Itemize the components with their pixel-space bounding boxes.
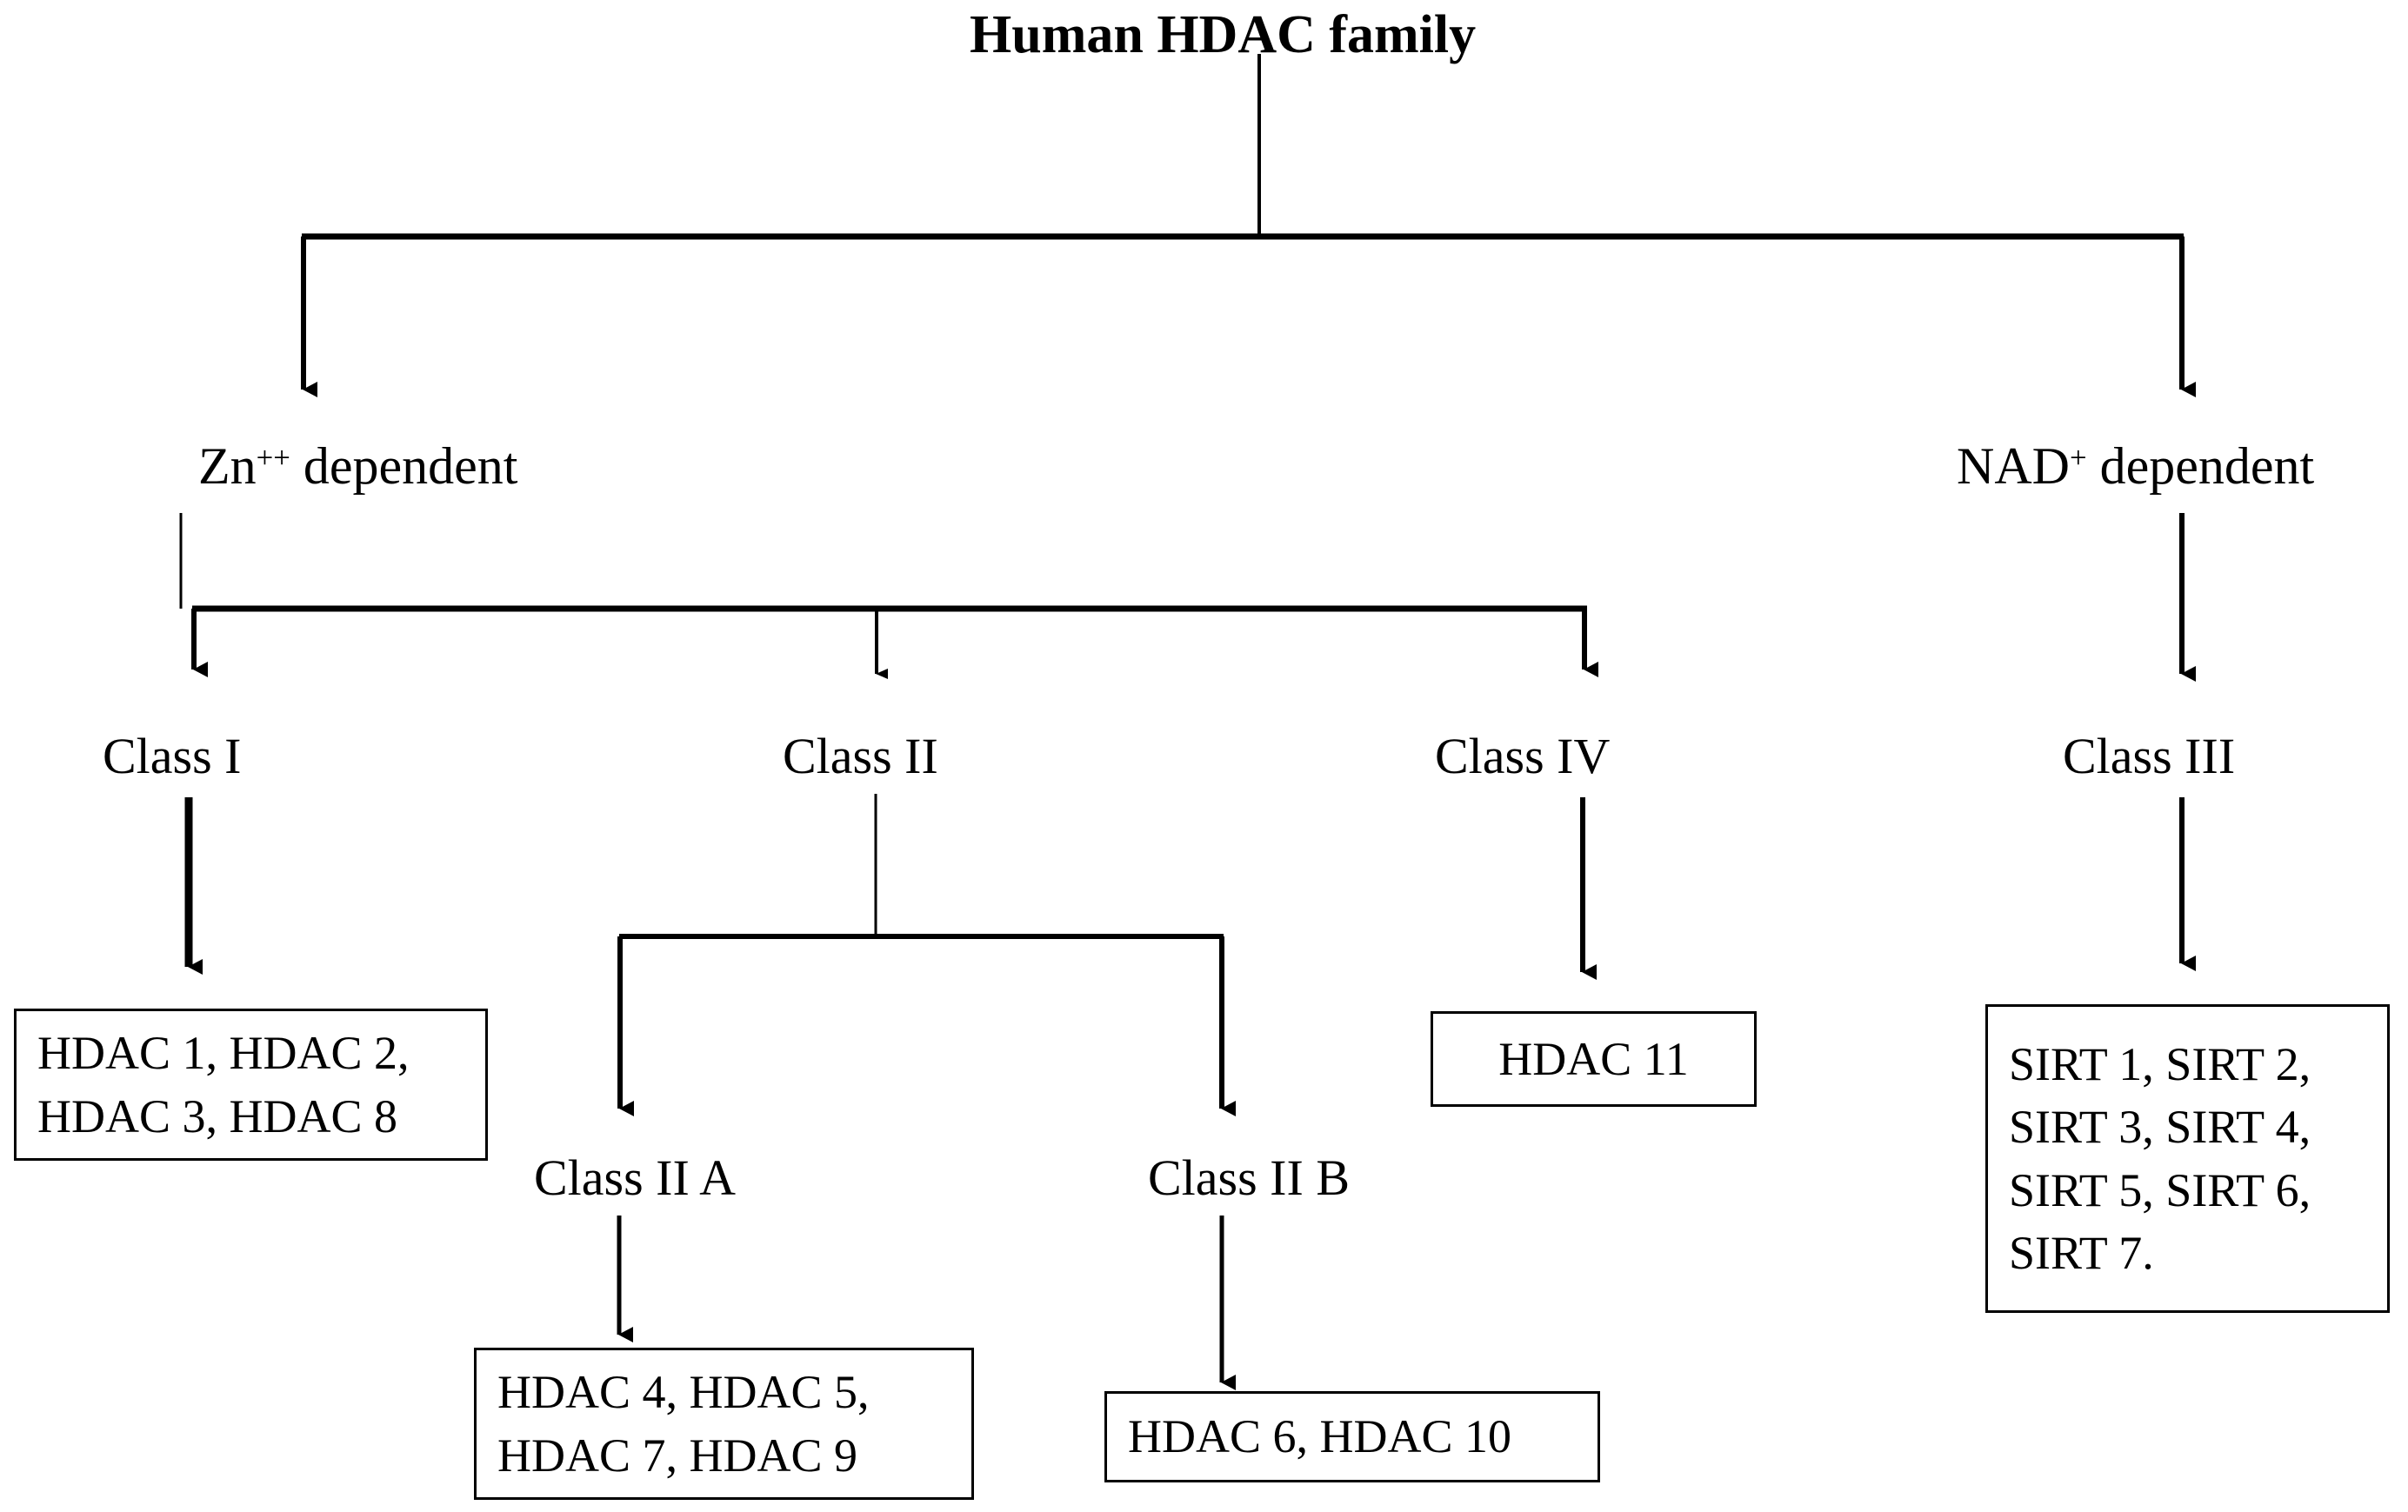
box-class-iv-members: HDAC 11 <box>1431 1011 1757 1107</box>
box-class-ii-a-members: HDAC 4, HDAC 5, HDAC 7, HDAC 9 <box>474 1348 974 1500</box>
box-class-iii-members: SIRT 1, SIRT 2, SIRT 3, SIRT 4, SIRT 5, … <box>1985 1004 2390 1313</box>
node-class-iii: Class III <box>2063 728 2236 784</box>
node-class-ii-b: Class II B <box>1148 1149 1350 1206</box>
node-class-i: Class I <box>103 728 242 784</box>
zn-label-suffix: dependent <box>290 437 518 495</box>
node-nad-dependent: NAD+ dependent <box>1957 439 2314 494</box>
node-class-iv: Class IV <box>1435 728 1611 784</box>
nad-label-suffix: dependent <box>2086 437 2315 495</box>
nad-label-prefix: NAD <box>1957 437 2070 495</box>
root-node-title: Human HDAC family <box>970 5 1477 64</box>
box-class-i-members-text: HDAC 1, HDAC 2, HDAC 3, HDAC 8 <box>37 1027 410 1142</box>
box-class-ii-b-members: HDAC 6, HDAC 10 <box>1104 1391 1600 1482</box>
nad-label-superscript: + <box>2070 440 2087 475</box>
zn-label-superscript: ++ <box>256 440 290 475</box>
box-class-ii-b-members-text: HDAC 6, HDAC 10 <box>1128 1410 1512 1463</box>
box-class-iv-members-text: HDAC 11 <box>1498 1032 1689 1085</box>
box-class-ii-a-members-text: HDAC 4, HDAC 5, HDAC 7, HDAC 9 <box>497 1366 870 1482</box>
box-class-i-members: HDAC 1, HDAC 2, HDAC 3, HDAC 8 <box>14 1009 488 1161</box>
node-zn-dependent: Zn++ dependent <box>198 439 517 494</box>
box-class-iii-members-text: SIRT 1, SIRT 2, SIRT 3, SIRT 4, SIRT 5, … <box>2009 1037 2311 1279</box>
zn-label-prefix: Zn <box>198 437 257 495</box>
node-class-ii: Class II <box>783 728 938 784</box>
node-class-ii-a: Class II A <box>534 1149 736 1206</box>
